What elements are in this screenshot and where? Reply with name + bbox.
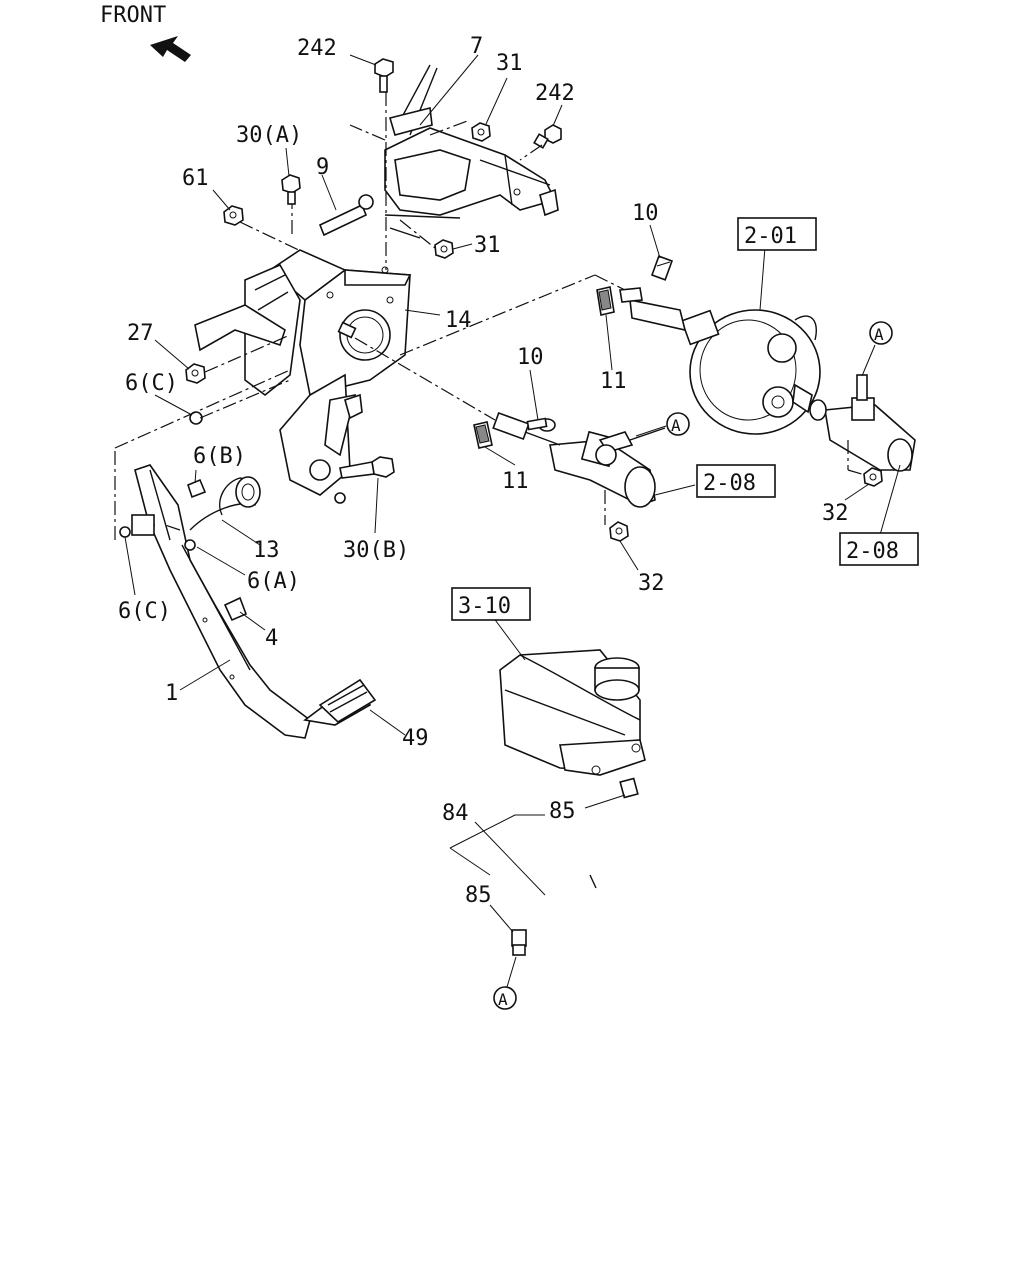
connector-a-booster-label: A: [874, 325, 884, 344]
callout-30a: 30(A): [236, 123, 302, 148]
callout-4: 4: [265, 626, 278, 651]
bolt-242-right: [533, 124, 562, 149]
clip-11-mid: [473, 421, 493, 449]
upper-bracket: [384, 64, 559, 239]
callout-9: 9: [316, 155, 329, 180]
ref-box-2-08-right[interactable]: 2-08: [839, 532, 919, 566]
bolt-10-mid: [526, 417, 556, 432]
master-cylinder: [492, 411, 656, 508]
bolt-30a: [281, 174, 301, 205]
callout-30b: 30(B): [343, 538, 409, 563]
connector-a-master: A: [666, 412, 690, 436]
callout-31-mid: 31: [474, 233, 501, 258]
pin-9: [318, 194, 374, 237]
clip-6b: [187, 478, 207, 499]
ref-box-2-08-mid[interactable]: 2-08: [696, 464, 776, 498]
callout-49: 49: [402, 726, 429, 751]
callout-10-mid: 10: [517, 345, 544, 370]
nut-32-right: [863, 467, 883, 487]
callout-13: 13: [253, 538, 280, 563]
connector-a-booster: A: [869, 321, 893, 345]
bolt-30b: [339, 456, 395, 479]
bushing-6c-bottom: [119, 526, 131, 538]
callout-10-top: 10: [632, 201, 659, 226]
clutch-reservoir: [499, 649, 646, 776]
callout-11-top: 11: [600, 369, 627, 394]
callout-11-mid: 11: [502, 469, 529, 494]
callout-32-mid: 32: [638, 571, 665, 596]
callout-242-top: 242: [297, 36, 337, 61]
callout-27: 27: [127, 321, 154, 346]
connector-a-hose: A: [493, 986, 517, 1010]
clip-11-top: [596, 286, 615, 316]
nut-61: [223, 205, 244, 226]
callout-85-top: 85: [549, 799, 576, 824]
callout-6c-bottom: 6(C): [118, 599, 171, 624]
callout-6c-top: 6(C): [125, 371, 178, 396]
nut-31-top: [471, 122, 491, 142]
spring-13: [189, 476, 261, 531]
callout-84: 84: [442, 801, 469, 826]
brake-booster: [619, 287, 821, 435]
hose-84: [511, 777, 678, 956]
ref-2-01-label: 2-01: [744, 224, 797, 249]
pedal-bracket: [194, 249, 412, 504]
callout-7: 7: [470, 34, 483, 59]
ref-2-08-right-label: 2-08: [846, 539, 899, 564]
connector-a-hose-label: A: [498, 990, 508, 1009]
bushing-6a: [184, 539, 196, 551]
callout-14: 14: [445, 308, 472, 333]
stopper-4: [223, 596, 248, 622]
nut-31-mid: [434, 239, 454, 259]
bolt-242-top: [374, 58, 394, 93]
callout-31-top: 31: [496, 51, 523, 76]
ref-3-10-label: 3-10: [458, 594, 511, 619]
nut-27: [185, 363, 206, 384]
ref-box-3-10[interactable]: 3-10: [451, 587, 531, 621]
callout-61: 61: [182, 166, 209, 191]
callout-6a: 6(A): [247, 569, 300, 594]
callout-6b: 6(B): [193, 444, 246, 469]
callout-32-right: 32: [822, 501, 849, 526]
arrow-up-left-icon: [150, 36, 191, 62]
callout-242-right: 242: [535, 81, 575, 106]
fitting-10-top: [650, 255, 674, 281]
connector-a-master-label: A: [671, 416, 681, 435]
ref-box-2-01[interactable]: 2-01: [737, 217, 817, 251]
nut-32-mid: [609, 521, 629, 542]
master-cylinder-right: [809, 374, 916, 472]
front-label: FRONT: [100, 3, 166, 28]
clutch-pedal: [131, 464, 377, 739]
callout-1: 1: [165, 681, 178, 706]
callout-85-bottom: 85: [465, 883, 492, 908]
leader-lines: [124, 54, 901, 988]
ref-2-08-mid-label: 2-08: [703, 471, 756, 496]
